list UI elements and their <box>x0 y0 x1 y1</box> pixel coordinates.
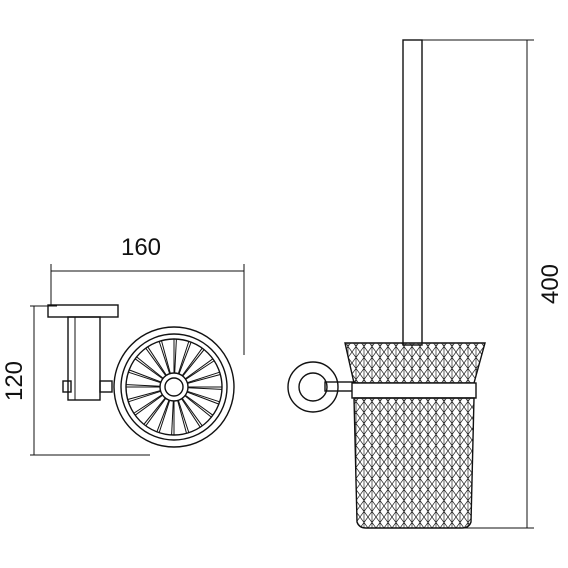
wall-mount-outer <box>287 361 339 413</box>
cup-spokes <box>126 339 222 435</box>
cup-spoke <box>187 387 222 390</box>
cup-spoke <box>174 339 177 374</box>
cup-spoke <box>187 390 220 403</box>
cup-spoke <box>187 373 221 384</box>
cup-spoke <box>126 384 161 387</box>
cup-spoke <box>133 394 163 414</box>
cup-spoke <box>182 349 205 377</box>
cup-spoke <box>128 371 161 384</box>
cup-spoke <box>185 394 214 416</box>
cup-spoke <box>136 356 164 379</box>
mount-arm <box>324 381 356 392</box>
cup-spoke <box>185 360 215 380</box>
cup-spoke <box>134 394 163 416</box>
cup-spoke <box>158 400 171 433</box>
cup-spoke <box>178 341 192 375</box>
cup-spoke <box>158 341 171 374</box>
wall-flange <box>47 304 119 318</box>
cup-top-view <box>113 326 235 448</box>
cup-spoke <box>145 347 167 376</box>
cup-spoke <box>186 391 220 405</box>
cup-spoke <box>127 390 161 401</box>
cup-spoke <box>185 358 214 380</box>
brush-handle <box>402 39 423 346</box>
cup-spoke <box>181 347 203 376</box>
cup-spoke <box>177 400 188 434</box>
cup-spoke <box>134 358 163 380</box>
cup-spoke <box>177 400 190 433</box>
cup-spoke <box>128 369 162 383</box>
cup-spoke <box>145 398 167 427</box>
cup-spoke <box>147 346 167 376</box>
cup-spoke <box>181 398 203 427</box>
side-view: 160 120 <box>1 234 245 456</box>
bracket-knob-left <box>62 380 72 393</box>
total-height-dimension-label: 400 <box>537 264 564 304</box>
cup-body-outline <box>353 397 475 529</box>
cup-spoke <box>128 390 161 403</box>
cup-spoke <box>187 371 220 384</box>
cup-spoke <box>156 399 170 433</box>
cup-spoke <box>184 395 212 418</box>
cup-bowl-pattern <box>345 343 485 383</box>
front-view: 400 <box>287 39 564 529</box>
cup-spoke <box>143 397 166 425</box>
bracket-post <box>67 316 101 401</box>
cup-spoke <box>181 398 201 428</box>
width-dimension-label: 160 <box>121 234 161 261</box>
cup-collar <box>351 382 477 399</box>
cup-spoke <box>177 341 190 374</box>
cup-spoke <box>160 340 171 374</box>
height-dimension-label: 120 <box>1 361 28 401</box>
cup-body-pattern <box>354 398 474 528</box>
wall-mount-inner <box>298 372 328 402</box>
bracket-knob-right <box>99 380 113 393</box>
cup-spoke <box>171 400 174 435</box>
